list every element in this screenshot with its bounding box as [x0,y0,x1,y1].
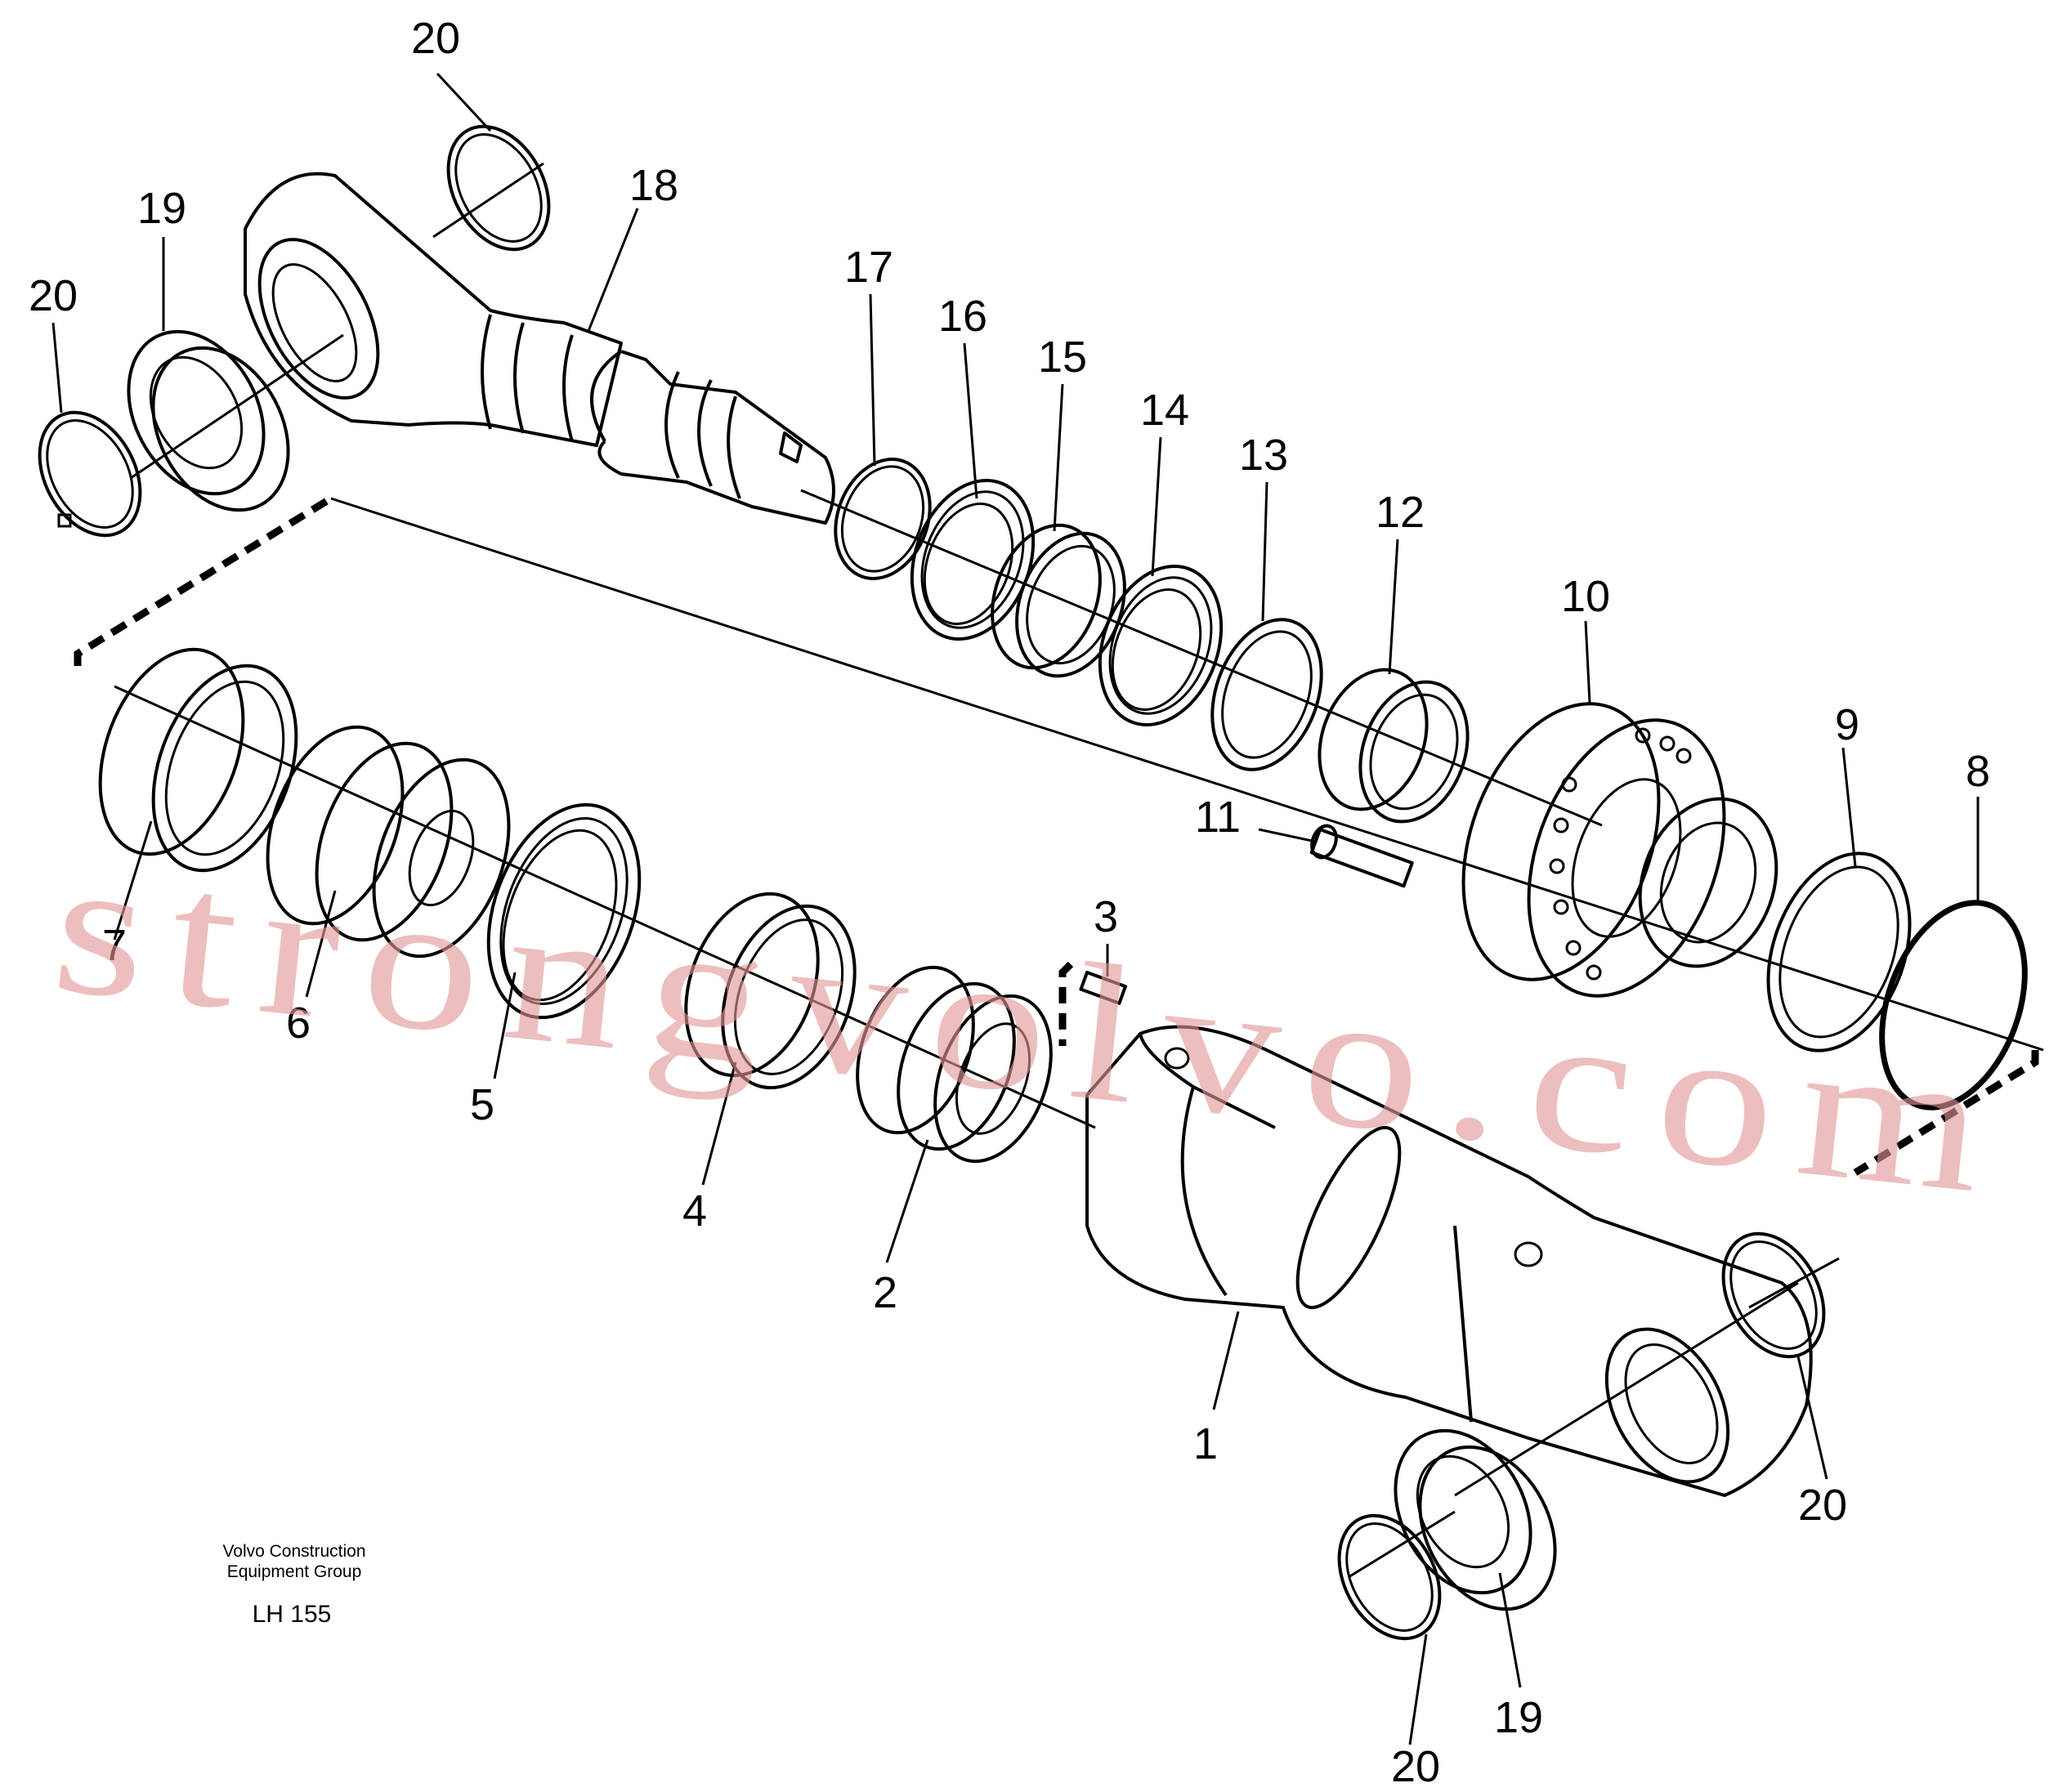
callout-8: 8 [1966,747,1990,796]
callout-19-bottom: 19 [1494,1693,1543,1742]
backup-ring-part [1766,851,1912,1052]
callout-6: 6 [286,999,311,1048]
callout-15: 15 [1038,333,1087,382]
piston-part [266,725,511,959]
callout-13: 13 [1239,431,1288,480]
callout-20-right: 20 [1798,1481,1847,1530]
cushion-piston-part [856,965,1053,1164]
spacer-sleeve-part [98,647,298,873]
callout-7: 7 [102,921,127,970]
callout-20-top: 20 [411,14,460,63]
assembly-bracket [74,495,2044,1176]
circlip-part [432,124,551,252]
publisher-line-1: Volvo Construction [222,1542,365,1561]
seal-ring-part [910,479,1036,641]
bushing-part [1318,668,1470,824]
callout-11: 11 [1195,793,1241,842]
callout-18: 18 [629,161,678,210]
callout-labels: 20 19 20 18 17 16 15 14 13 12 10 11 9 8 … [29,14,1990,1791]
callout-19-top: 19 [137,184,186,233]
callout-1: 1 [1193,1419,1218,1468]
circlip-part [38,410,142,538]
piston-rod-part [244,172,835,525]
figure-footer: Volvo Construction Equipment Group LH 15… [222,1542,365,1628]
piston-rod-assembly [38,172,2028,1111]
cylinder-tube-assembly [98,124,1840,1641]
callout-16: 16 [938,292,987,341]
set-screw-part [1309,824,1414,888]
callout-20-bottom: 20 [1391,1742,1440,1791]
circlip-part [1337,1513,1442,1641]
guide-band-part [684,892,857,1090]
figure-code: LH 155 [253,1601,332,1628]
circlip-part [1721,1231,1826,1359]
spherical-bearing-part [1394,1428,1557,1611]
wiper-ring-part [1210,618,1323,771]
callout-4: 4 [682,1186,707,1236]
piston-seal-part [486,802,642,1020]
callout-14: 14 [1140,386,1189,435]
callout-17: 17 [844,243,893,292]
watermark-text: strongvolvo.com [45,815,2019,1236]
callout-10: 10 [1561,572,1610,621]
lock-screw-part [1079,970,1127,1005]
callout-5: 5 [470,1080,494,1129]
callout-9: 9 [1835,700,1859,749]
callout-12: 12 [1376,488,1425,537]
callout-3: 3 [1094,892,1118,941]
leader-lines [51,72,1980,1745]
spherical-bearing-part [127,329,290,512]
cylinder-tube-part [1085,1025,1813,1497]
publisher-line-2: Equipment Group [227,1562,362,1581]
callout-2: 2 [873,1268,897,1317]
seal-ring-part [1098,565,1224,726]
guide-ring-part [834,458,932,580]
cylinder-head-part [1461,702,1778,998]
o-ring-part [1879,900,2028,1111]
callout-20-left: 20 [29,271,78,320]
